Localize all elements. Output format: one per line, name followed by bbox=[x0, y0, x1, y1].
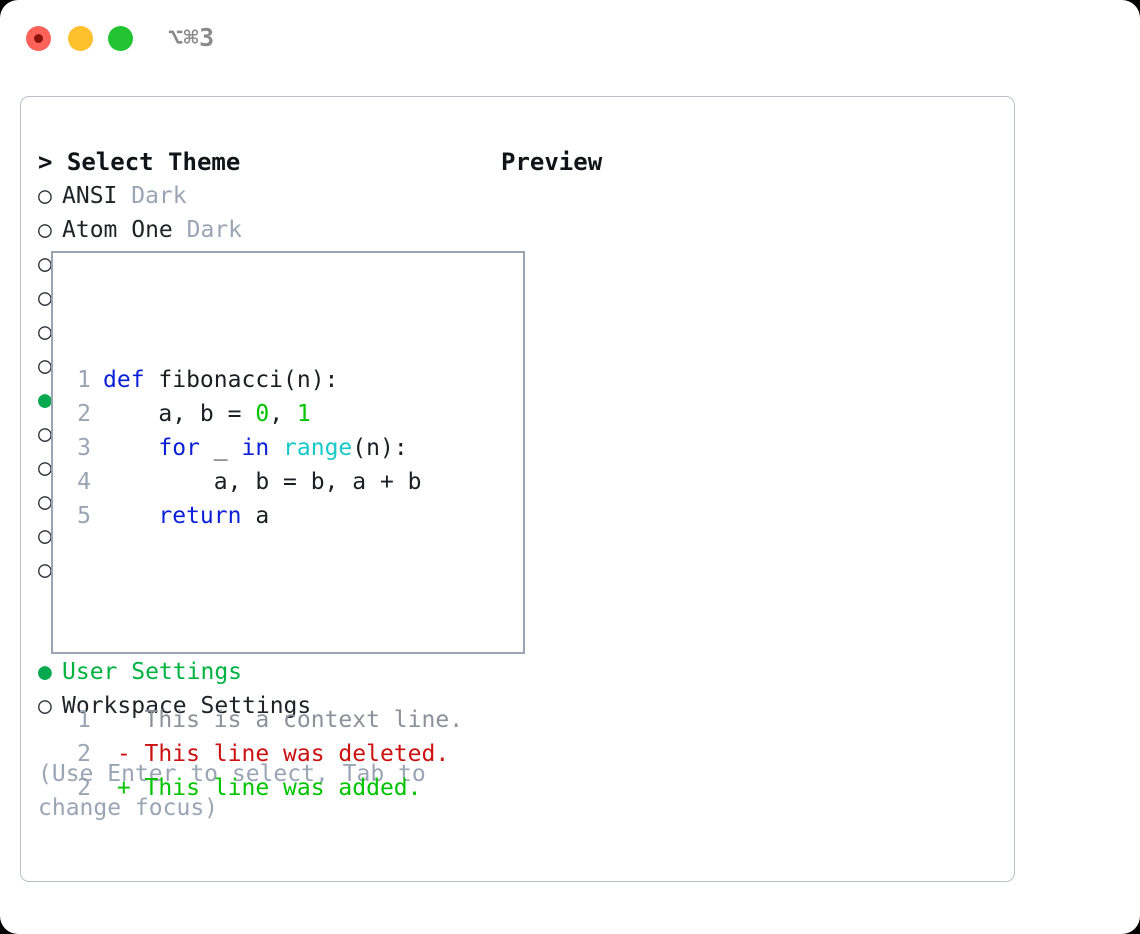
code-token: , bbox=[269, 401, 297, 427]
line-number: 2 bbox=[77, 401, 91, 427]
close-icon bbox=[34, 34, 43, 43]
diff-line: 2 - This line was deleted. bbox=[69, 737, 463, 771]
diff-text: This is a context line. bbox=[130, 707, 464, 733]
theme-name: Atom One bbox=[62, 217, 173, 243]
code-token: fibonacci(n): bbox=[144, 367, 339, 393]
radio-selected-icon: ● bbox=[38, 659, 52, 685]
radio-unselected-icon: ○ bbox=[38, 183, 52, 209]
code-token bbox=[103, 435, 158, 461]
diff-marker: - bbox=[103, 741, 131, 767]
diff-line: 2 + This line was added. bbox=[69, 771, 463, 805]
apply-to-label: Workspace Settings bbox=[62, 693, 312, 719]
theme-option-ansi[interactable]: ○ ANSI Dark bbox=[38, 179, 478, 213]
keyboard-hint-text: (Use Enter to select, Tab to change focu… bbox=[38, 761, 426, 821]
code-token: range bbox=[283, 435, 353, 461]
code-token: _ bbox=[199, 435, 242, 461]
preview-title: Preview bbox=[501, 148, 603, 176]
theme-name: ANSI bbox=[62, 183, 118, 209]
line-number: 5 bbox=[77, 503, 91, 529]
code-token: 1 bbox=[296, 401, 311, 427]
code-line: 2 a, b = 0, 1 bbox=[69, 397, 463, 431]
radio-unselected-icon: ○ bbox=[38, 455, 52, 481]
minimize-window-button[interactable] bbox=[68, 26, 93, 51]
code-token: in bbox=[241, 435, 270, 461]
code-line: 1 def fibonacci(n): bbox=[69, 363, 463, 397]
code-line: 3 for _ in range(n): bbox=[69, 431, 463, 465]
radio-selected-icon: ● bbox=[38, 387, 52, 413]
code-token: a bbox=[241, 503, 270, 529]
line-number: 2 bbox=[77, 775, 91, 801]
code-token: for bbox=[158, 435, 200, 461]
theme-variant-label: Dark bbox=[117, 183, 187, 209]
radio-unselected-icon: ○ bbox=[38, 319, 52, 345]
code-token: 0 bbox=[255, 401, 270, 427]
line-number: 3 bbox=[77, 435, 91, 461]
title-bar: ⌥⌘3 bbox=[0, 0, 1140, 78]
code-line: 4 a, b = b, a + b bbox=[69, 465, 463, 499]
code-token bbox=[103, 503, 158, 529]
diff-marker: + bbox=[103, 775, 131, 801]
code-token bbox=[269, 435, 283, 461]
apply-to-option-workspace-settings[interactable]: ○ Workspace Settings bbox=[38, 689, 478, 723]
code-token: return bbox=[158, 503, 242, 529]
preview-pane: Preview bbox=[501, 145, 991, 179]
close-window-button[interactable] bbox=[26, 26, 51, 51]
theme-variant-label: Dark bbox=[172, 217, 243, 243]
apply-to-label: User Settings bbox=[62, 659, 243, 685]
keyboard-shortcut-label: ⌥⌘3 bbox=[168, 23, 215, 52]
code-token: a, b = bbox=[103, 401, 256, 427]
radio-unselected-icon: ○ bbox=[38, 285, 52, 311]
radio-unselected-icon: ○ bbox=[38, 353, 52, 379]
radio-unselected-icon: ○ bbox=[38, 489, 52, 515]
line-number: 4 bbox=[77, 469, 91, 495]
radio-unselected-icon: ○ bbox=[38, 693, 52, 719]
radio-unselected-icon: ○ bbox=[38, 557, 52, 583]
code-token: (n): bbox=[352, 435, 408, 461]
main-panel: > Select Theme ○ANSI Dark○Atom One Dark○… bbox=[20, 96, 1015, 882]
code-token: def bbox=[103, 367, 145, 393]
radio-unselected-icon: ○ bbox=[38, 251, 52, 277]
radio-unselected-icon: ○ bbox=[38, 217, 52, 243]
diff-lines: 1 This is a context line.2 - This line w… bbox=[69, 703, 463, 805]
radio-unselected-icon: ○ bbox=[38, 421, 52, 447]
code-line: 5 return a bbox=[69, 499, 463, 533]
line-number: 2 bbox=[77, 741, 91, 767]
apply-to-list: ● User Settings ○ Workspace Settings bbox=[38, 655, 478, 723]
spacer bbox=[69, 601, 463, 635]
theme-option-atom-one[interactable]: ○ Atom One Dark bbox=[38, 213, 478, 247]
diff-marker bbox=[103, 707, 131, 733]
diff-text: This line was deleted. bbox=[130, 741, 450, 767]
apply-to-option-user-settings[interactable]: ● User Settings bbox=[38, 655, 478, 689]
line-number: 1 bbox=[77, 707, 91, 733]
code-token: a, b = b, a + b bbox=[103, 469, 422, 495]
select-theme-header: > Select Theme bbox=[38, 148, 241, 176]
diff-line: 1 This is a context line. bbox=[69, 703, 463, 737]
line-number: 1 bbox=[77, 367, 91, 393]
diff-text: This line was added. bbox=[130, 775, 422, 801]
radio-unselected-icon: ○ bbox=[38, 523, 52, 549]
maximize-window-button[interactable] bbox=[108, 26, 133, 51]
